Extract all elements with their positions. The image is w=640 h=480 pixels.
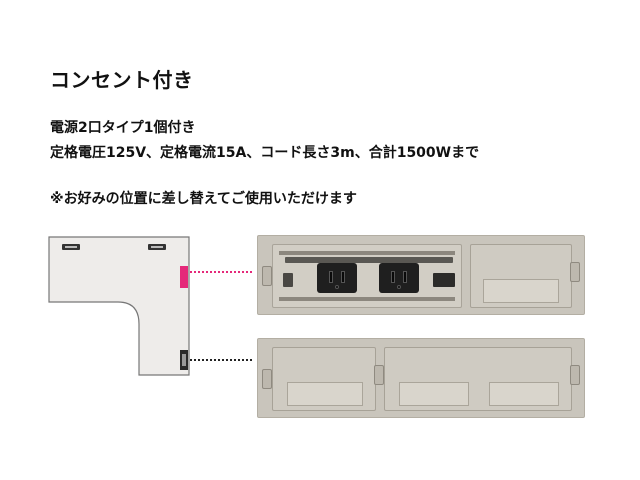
cover-lid-right: [384, 347, 572, 411]
socket-left-icon: [317, 263, 357, 293]
left-notch-icon: [262, 369, 272, 389]
cover-lid-left: [272, 347, 376, 411]
right-notch-icon: [570, 262, 580, 282]
middle-notch-icon: [374, 365, 384, 385]
outlet-position-marker: [180, 266, 188, 288]
socket-right-icon: [379, 263, 419, 293]
usage-note: ※お好みの位置に差し替えてご使用いただけます: [50, 191, 357, 207]
cable-clip-icon: [433, 273, 455, 287]
left-notch-icon: [262, 266, 272, 286]
outlet-side-lid: [470, 244, 572, 308]
right-notch-icon: [570, 365, 580, 385]
outlet-frame: [272, 244, 462, 308]
desk-port-right-icon: [148, 244, 166, 250]
outlet-unit-photo: [257, 235, 585, 315]
desk-diagram: [48, 236, 198, 376]
spec-ratings: 定格電圧125V、定格電流15A、コード長さ3m、合計1500Wまで: [50, 145, 480, 161]
outlet-leader-line: [190, 271, 252, 273]
cover-leader-line: [190, 359, 252, 361]
spec-outlet-type: 電源2口タイプ1個付き: [50, 120, 196, 136]
cover-unit-photo: [257, 338, 585, 418]
desk-port-left-icon: [62, 244, 80, 250]
desk-outline: [48, 236, 190, 376]
cover-position-marker: [180, 350, 188, 370]
page-title: コンセント付き: [50, 68, 194, 92]
